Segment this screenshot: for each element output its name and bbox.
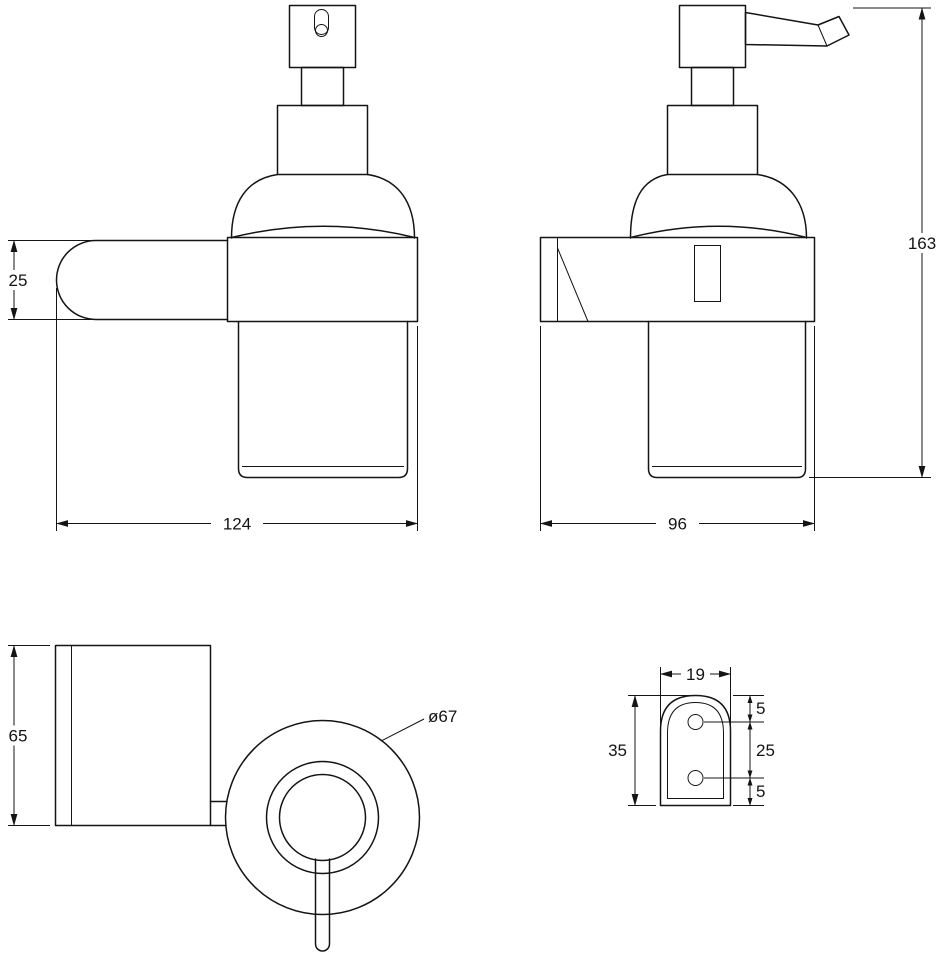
top-view [54, 644, 421, 952]
side-dimensions: 96 163 [540, 7, 937, 534]
front-dimensions: 25 124 [5, 240, 418, 534]
glass-body-side [647, 320, 807, 479]
dim-label-mask [5, 270, 31, 290]
screw-hole-top [687, 714, 704, 730]
dim-bracket-width-label: 19 [686, 665, 705, 684]
dim-label-mask [899, 233, 937, 253]
holder-band-side [539, 236, 816, 323]
arm-section [694, 245, 721, 302]
bracket-dimensions: 19 35 5 25 5 [608, 664, 775, 806]
pump-neck-side [690, 66, 735, 107]
pump-neck [300, 66, 345, 107]
arm-taper-line [557, 247, 589, 322]
dim-label-mask [681, 664, 710, 684]
pump-head-slot-hole [315, 24, 328, 37]
bracket-outer-profile [659, 694, 732, 807]
bottle-shoulder-left-side [629, 173, 669, 239]
dim-glass-diameter-label: ø67 [428, 707, 457, 726]
dim-front-width-label: 124 [223, 515, 251, 534]
dim-plate-height-label: 65 [9, 727, 28, 746]
glass-body [237, 320, 409, 479]
bracket-detail-view [659, 694, 732, 807]
dim-hole-top-offset-label: 5 [756, 699, 765, 718]
glass-outline-plan [224, 719, 421, 916]
dim-label-mask [5, 725, 31, 746]
pump-head-outline-plan [278, 773, 367, 862]
dim-label-mask [656, 513, 699, 534]
pump-spout [744, 11, 850, 47]
dim-hole-spacing-label: 25 [756, 741, 775, 760]
dim-total-height-label: 163 [908, 234, 936, 253]
bottle-shoulder-right [366, 173, 416, 239]
front-view [55, 4, 419, 479]
screw-hole-bottom [687, 770, 704, 786]
pump-head-slot [314, 9, 329, 35]
spout-plan [314, 858, 331, 952]
dim-front-bracket-height-label: 25 [9, 271, 28, 290]
top-dimensions: 65 ø67 [5, 645, 457, 826]
holder-band [226, 236, 419, 323]
side-view [539, 4, 850, 479]
pump-spout-facet [817, 24, 828, 47]
wall-plate-plan [54, 644, 212, 827]
dim-side-depth-label: 96 [668, 515, 687, 534]
bottle-shoulder-rim [230, 225, 416, 239]
pump-head-side [678, 4, 747, 69]
bracket-inner-profile [667, 701, 724, 799]
bottle-shoulder-right-side [756, 173, 808, 239]
pump-collar [276, 104, 369, 176]
mounting-arm [55, 239, 229, 321]
dim-label-mask [211, 513, 263, 534]
collar-outline-plan [265, 760, 380, 875]
dim-bracket-height-label: 35 [608, 741, 627, 760]
bottle-shoulder-left [230, 173, 279, 239]
bottle-shoulder-rim-side [629, 225, 808, 239]
leader-line [380, 718, 425, 742]
pump-collar-side [666, 104, 759, 176]
dim-hole-bottom-offset-label: 5 [756, 782, 765, 801]
